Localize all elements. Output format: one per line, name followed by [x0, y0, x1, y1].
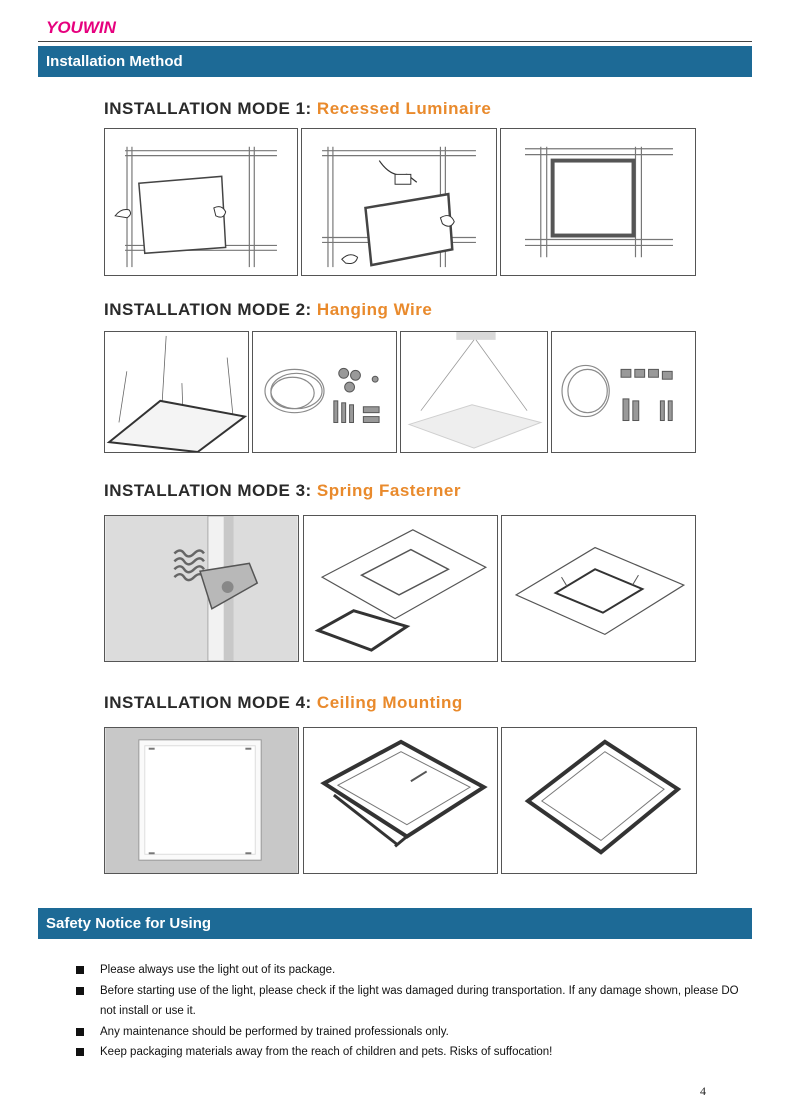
list-item: Please always use the light out of its p… — [76, 960, 756, 981]
installation-method-heading: Installation Method — [38, 46, 752, 77]
safety-notice-text: Any maintenance should be performed by t… — [100, 1025, 449, 1038]
mode-3-prefix: INSTALLATION MODE 3: — [104, 481, 317, 500]
safety-notice-list: Please always use the light out of its p… — [76, 960, 756, 1063]
mode-2-suspended-panel-photo — [400, 331, 548, 453]
mode-2-prefix: INSTALLATION MODE 2: — [104, 300, 317, 319]
mode-1-step-3-illustration — [500, 128, 696, 276]
mode-4-prefix: INSTALLATION MODE 4: — [104, 693, 317, 712]
mode-2-hardware-kit-photo — [252, 331, 397, 453]
page-number: 4 — [700, 1084, 706, 1098]
mode-2-hanging-panel-illustration — [104, 331, 249, 453]
mode-3-name: Spring Fasterner — [316, 481, 461, 500]
bullet-square-icon — [76, 986, 84, 995]
mode-4-surface-frame-photo — [104, 727, 299, 874]
bullet-square-icon — [76, 1048, 84, 1056]
mode-4-frame-assembly-illustration — [303, 727, 498, 874]
mode-3-installed-frame-illustration — [501, 515, 696, 662]
bullet-square-icon — [76, 966, 84, 974]
mode-2-name: Hanging Wire — [316, 300, 433, 319]
mode-2-title: INSTALLATION MODE 2: Hanging Wire — [104, 300, 432, 320]
mode-4-title: INSTALLATION MODE 4: Ceiling Mounting — [104, 693, 463, 713]
header-divider — [38, 41, 752, 42]
mode-3-title: INSTALLATION MODE 3: Spring Fasterner — [104, 481, 461, 501]
mode-2-cable-kit-photo — [551, 331, 696, 453]
safety-notice-text: Please always use the light out of its p… — [100, 964, 336, 976]
mode-1-prefix: INSTALLATION MODE 1: — [104, 99, 317, 118]
mode-4-assembled-frame-illustration — [501, 727, 697, 874]
safety-notice-text: Keep packaging materials away from the r… — [100, 1046, 553, 1058]
list-item: Keep packaging materials away from the r… — [76, 1042, 756, 1063]
list-item: Any maintenance should be performed by t… — [76, 1022, 756, 1043]
mode-3-spring-clip-photo — [104, 515, 299, 662]
bullet-square-icon — [76, 1027, 84, 1036]
mode-3-ceiling-cutout-illustration — [303, 515, 498, 662]
mode-4-name: Ceiling Mounting — [316, 693, 463, 712]
mode-1-name: Recessed Luminaire — [316, 99, 492, 118]
safety-notice-heading: Safety Notice for Using — [38, 908, 752, 939]
mode-1-title: INSTALLATION MODE 1: Recessed Luminaire — [104, 99, 491, 119]
list-item: Before starting use of the light, please… — [76, 981, 756, 1022]
mode-1-step-1-illustration — [104, 128, 298, 276]
mode-1-step-2-illustration — [301, 128, 497, 276]
brand-logo: YOUWIN — [46, 18, 116, 37]
safety-notice-text: Before starting use of the light, please… — [100, 984, 739, 1018]
